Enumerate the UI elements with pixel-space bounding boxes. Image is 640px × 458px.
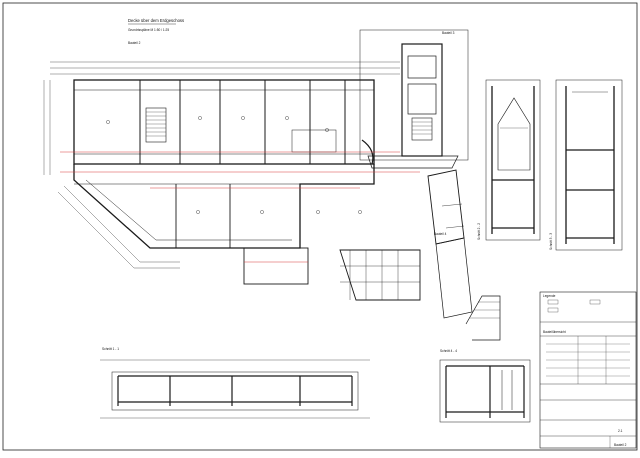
block-label-bauteil-3: Bauteil 3 bbox=[442, 31, 455, 35]
block-label-bauteil-4: Bauteil 4 bbox=[434, 232, 447, 236]
drawing-subtitle: Grundrisspläne M 1:50 / 1:25 bbox=[128, 28, 169, 32]
index-heading: Bauteilübersicht bbox=[543, 330, 566, 334]
sheet-number: 2.1 bbox=[618, 429, 623, 433]
main-floor-plan bbox=[43, 61, 473, 319]
reference-lines bbox=[60, 151, 420, 189]
section-label-s3: Schnitt 3 - 3 bbox=[549, 233, 553, 250]
section-1-1-drawing bbox=[100, 359, 370, 419]
section-3-3-drawing bbox=[555, 79, 623, 251]
plan-section-label: Bauteil 2 bbox=[128, 41, 141, 45]
stair-detail bbox=[465, 295, 501, 341]
legend-heading: Legende bbox=[543, 294, 556, 298]
drawing-title: Decke über dem Erdgeschoss bbox=[128, 18, 184, 23]
title-block-project: Bauteil 2 bbox=[614, 443, 627, 447]
section-4-4-drawing bbox=[439, 359, 531, 423]
section-label-s1: Schnitt 1 - 1 bbox=[102, 347, 119, 351]
section-label-s4: Schnitt 4 - 4 bbox=[440, 349, 457, 353]
title-block bbox=[539, 291, 637, 449]
section-2-2-drawing bbox=[485, 79, 541, 241]
tower-block bbox=[359, 29, 469, 169]
sheet-border bbox=[2, 2, 638, 451]
section-label-s2: Schnitt 2 - 2 bbox=[477, 223, 481, 240]
